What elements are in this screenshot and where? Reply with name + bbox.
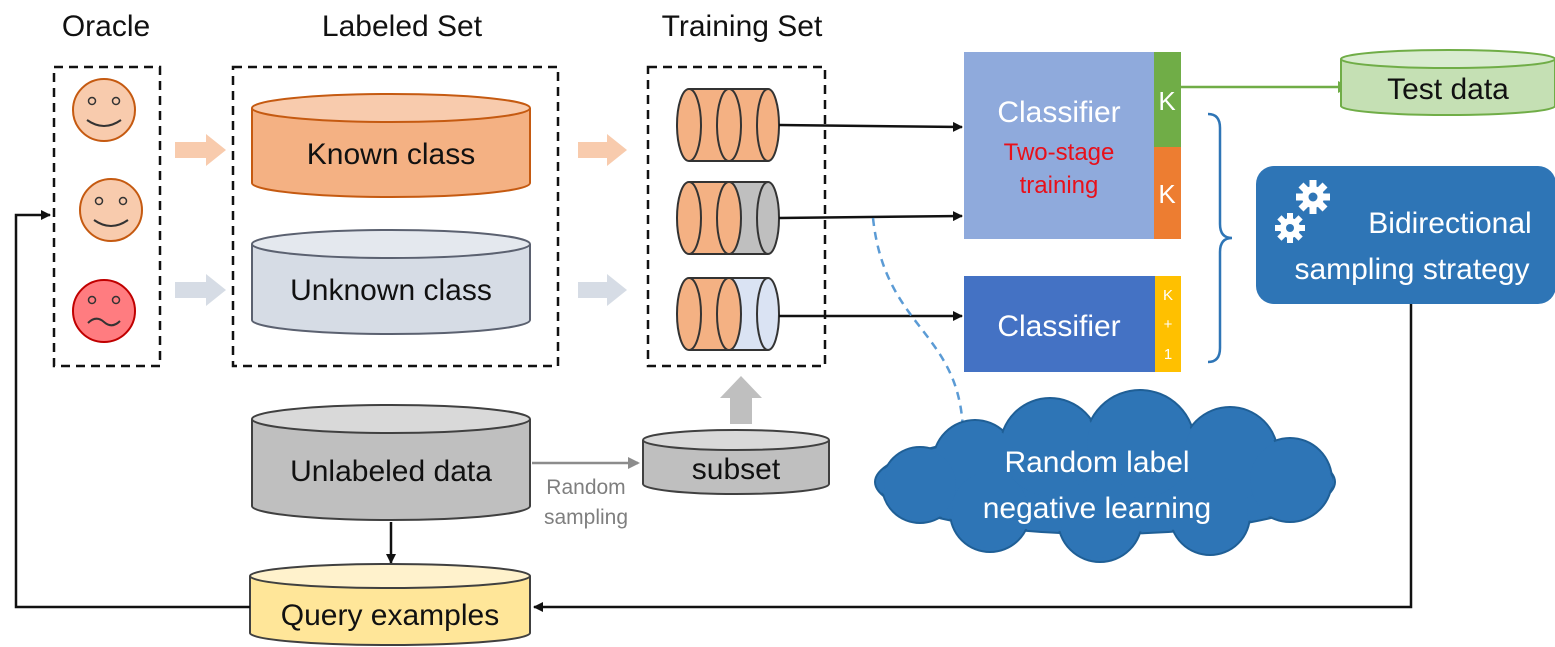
classifier-top-title: Classifier bbox=[997, 96, 1120, 129]
arrow-strategy-to-query bbox=[533, 304, 1413, 612]
subset-to-training-arrow bbox=[720, 376, 762, 424]
strategy-line-2: sampling strategy bbox=[1294, 253, 1529, 286]
curly-brace bbox=[1207, 112, 1233, 364]
subset-cylinder bbox=[642, 429, 830, 495]
happy-face-icon bbox=[72, 78, 136, 142]
known-class-cylinder bbox=[251, 93, 531, 198]
classifier-top-stripe-green bbox=[1154, 52, 1181, 147]
oracle-box bbox=[52, 65, 162, 368]
test-data-cylinder bbox=[1340, 49, 1555, 116]
dashed-arrow-to-cloud bbox=[871, 217, 963, 432]
known-class-label: Known class bbox=[307, 138, 475, 171]
classifier-bottom-k: K bbox=[1163, 287, 1173, 304]
labeled-set-box bbox=[231, 65, 560, 368]
classifier-top-k-green: K bbox=[1158, 86, 1176, 116]
training-set-header: Training Set bbox=[662, 10, 823, 43]
happy-face-icon bbox=[79, 178, 143, 242]
random-sampling-line-2: sampling bbox=[544, 506, 628, 529]
unknown-to-training-arrow bbox=[578, 274, 627, 306]
training-set-box bbox=[646, 65, 827, 368]
classifier-bottom-plus: + bbox=[1164, 316, 1173, 333]
unlabeled-data-label: Unlabeled data bbox=[290, 455, 492, 488]
known-to-training-arrow bbox=[578, 134, 627, 166]
classifier-bottom bbox=[964, 276, 1155, 372]
training-cylinder-unlabeled bbox=[676, 181, 780, 255]
cloud-line-2: negative learning bbox=[983, 492, 1212, 525]
classifier-top-subtitle-2: training bbox=[1020, 172, 1099, 199]
sad-face-icon bbox=[72, 279, 136, 343]
labeled-set-header: Labeled Set bbox=[322, 10, 483, 43]
arrow-train2-to-classifier bbox=[778, 211, 963, 222]
random-sampling-line-1: Random bbox=[546, 476, 625, 499]
arrow-train1-to-classifier bbox=[778, 121, 963, 132]
classifier-top-subtitle-1: Two-stage bbox=[1004, 139, 1115, 166]
unknown-class-cylinder bbox=[251, 229, 531, 335]
training-cylinder-known bbox=[676, 88, 780, 162]
classifier-bottom-one: 1 bbox=[1164, 346, 1172, 363]
oracle-header: Oracle bbox=[62, 10, 150, 43]
sampling-strategy-box bbox=[1256, 166, 1555, 304]
classifier-bottom-title: Classifier bbox=[997, 310, 1120, 343]
test-data-label: Test data bbox=[1387, 73, 1509, 106]
strategy-line-1: Bidirectional bbox=[1368, 207, 1531, 240]
query-examples-label: Query examples bbox=[281, 599, 499, 632]
unknown-flow-arrow bbox=[175, 274, 226, 306]
cloud-line-1: Random label bbox=[1004, 446, 1189, 479]
arrow-query-to-oracle bbox=[14, 210, 250, 609]
unknown-class-label: Unknown class bbox=[290, 274, 492, 307]
gears-icon bbox=[1275, 180, 1330, 243]
classifier-top-stripe-orange bbox=[1154, 147, 1181, 239]
subset-label: subset bbox=[692, 453, 781, 486]
unlabeled-data-cylinder bbox=[251, 404, 531, 521]
classifier-bottom-stripe bbox=[1155, 276, 1181, 372]
classifier-top-k-orange: K bbox=[1158, 179, 1176, 209]
query-examples-cylinder bbox=[249, 563, 531, 646]
training-cylinder-unknown bbox=[676, 277, 780, 351]
classifier-top bbox=[964, 52, 1154, 239]
known-flow-arrow bbox=[175, 134, 226, 166]
